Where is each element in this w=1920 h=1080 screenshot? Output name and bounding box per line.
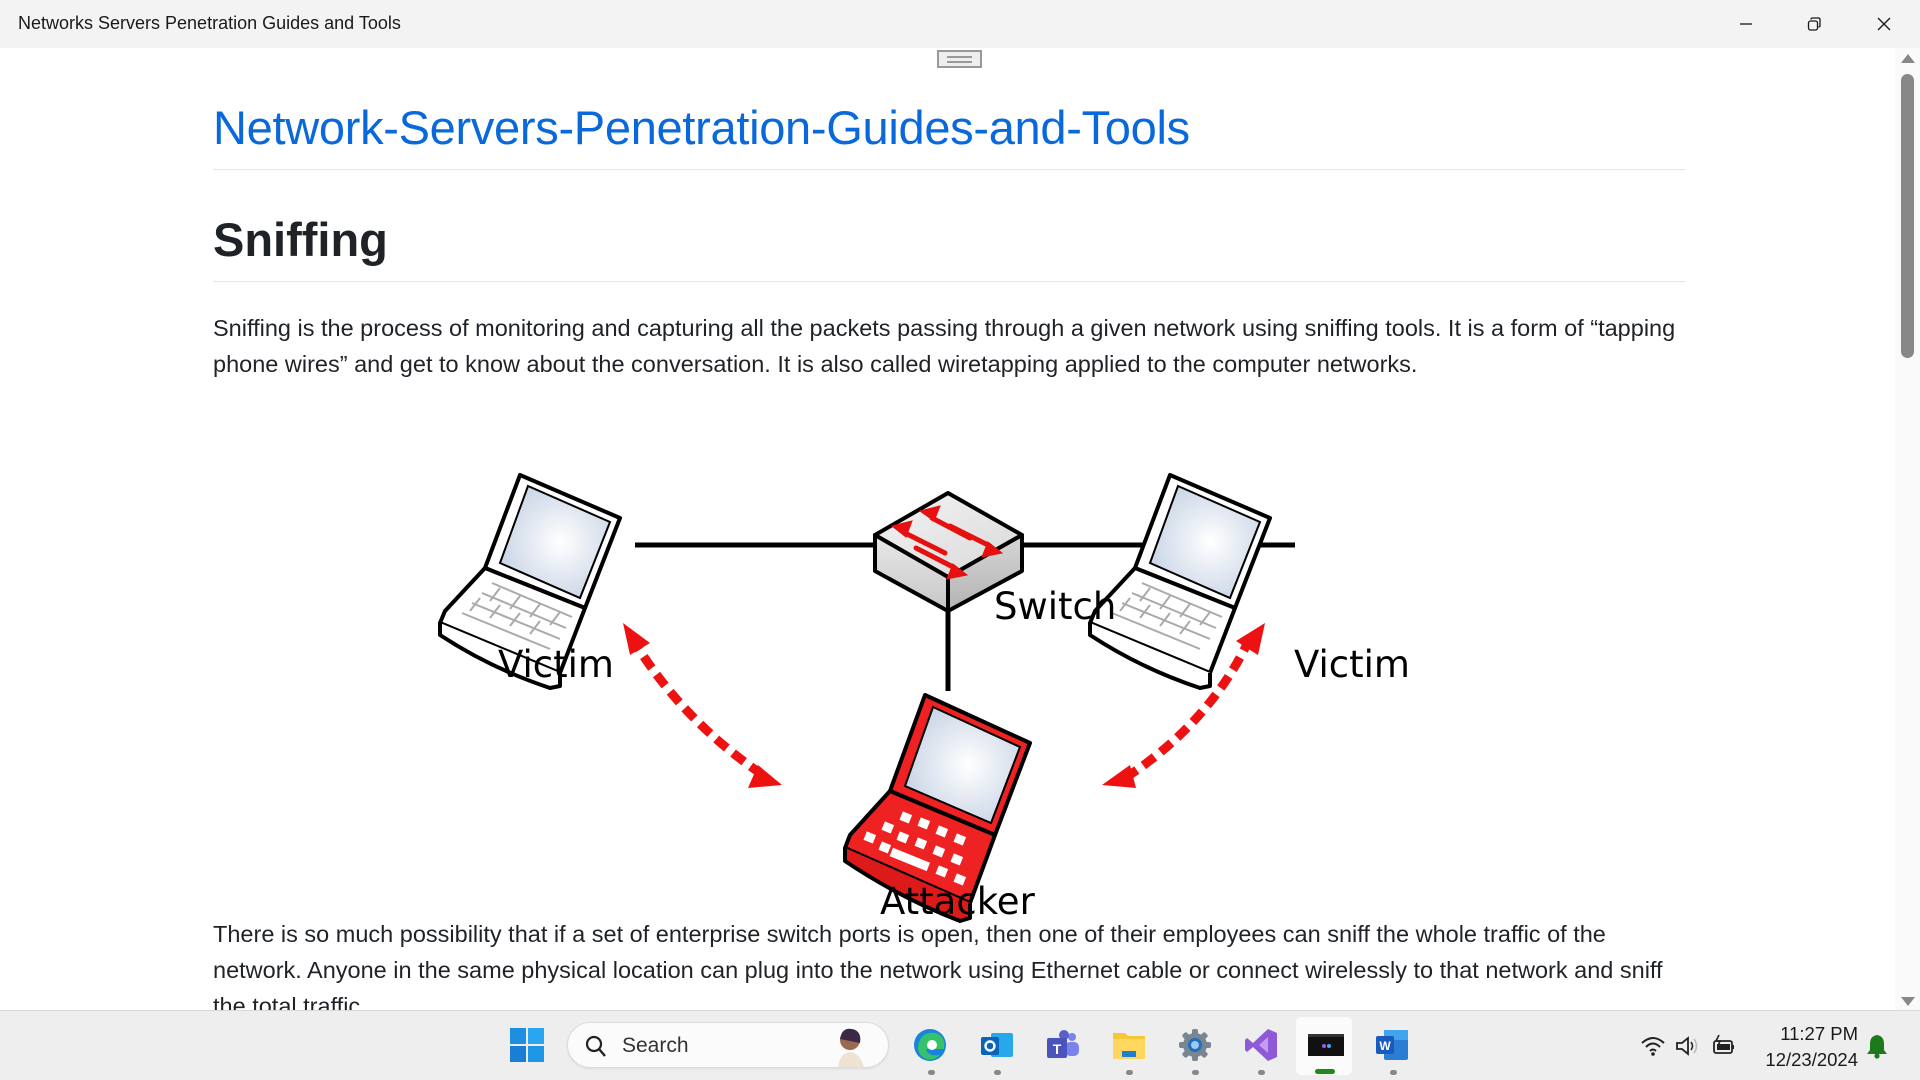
- attack-arrows: [623, 623, 1265, 788]
- running-indicator: [1192, 1070, 1199, 1075]
- wifi-icon[interactable]: [1640, 1033, 1666, 1059]
- scroll-thumb[interactable]: [1901, 74, 1914, 358]
- app-window-icon: [1308, 1034, 1344, 1056]
- search-icon: [585, 1035, 606, 1057]
- label-victim-right: Victim: [1294, 643, 1410, 686]
- restore-button[interactable]: [1780, 0, 1848, 48]
- search-highlight-avatar-icon: [838, 1028, 864, 1067]
- visual-studio-icon: [1245, 1029, 1277, 1061]
- intro-paragraph: Sniffing is the process of monitoring an…: [213, 315, 1676, 377]
- page-title: Network-Servers-Penetration-Guides-and-T…: [213, 101, 1190, 154]
- windows-logo-icon: [510, 1028, 544, 1062]
- taskbar-search[interactable]: Search: [567, 1022, 889, 1068]
- running-indicator: [928, 1070, 935, 1075]
- section-divider: [213, 281, 1685, 282]
- svg-text:W: W: [1379, 1039, 1391, 1053]
- teams-icon: T: [1047, 1030, 1079, 1058]
- folder-icon: [1113, 1033, 1145, 1059]
- attack-arrowhead-right-bottom: [1102, 765, 1136, 788]
- scroll-up-arrow-icon[interactable]: [1901, 54, 1915, 63]
- running-indicator: [1390, 1070, 1397, 1075]
- switch-icon: [873, 491, 1024, 613]
- outlook-icon: [981, 1033, 1013, 1057]
- scroll-down-arrow-icon[interactable]: [1901, 997, 1915, 1006]
- taskbar-outlook[interactable]: [977, 1025, 1017, 1065]
- running-indicator: [994, 1070, 1001, 1075]
- taskbar-teams[interactable]: T: [1043, 1025, 1083, 1065]
- title-divider: [213, 169, 1685, 170]
- attacker-laptop-icon: [843, 693, 1032, 923]
- running-indicator: [1258, 1070, 1265, 1075]
- label-switch: Switch: [994, 585, 1117, 628]
- minimize-button[interactable]: [1712, 0, 1780, 48]
- gear-icon: [1179, 1029, 1211, 1061]
- attack-arrowhead-right-top: [1236, 623, 1265, 655]
- notification-bell-icon[interactable]: [1866, 1033, 1888, 1059]
- document-view: Network-Servers-Penetration-Guides-and-T…: [0, 48, 1895, 1010]
- system-clock[interactable]: 11:27 PM 12/23/2024: [1765, 1021, 1858, 1073]
- close-button[interactable]: [1850, 0, 1918, 48]
- label-victim-left: Victim: [498, 643, 614, 686]
- active-indicator: [1315, 1069, 1335, 1074]
- attack-arrowhead-left-bottom: [748, 765, 782, 788]
- taskbar-edge[interactable]: [910, 1025, 950, 1065]
- drag-handle[interactable]: [937, 50, 982, 68]
- minimize-icon: [1740, 23, 1752, 25]
- section-heading: Sniffing: [213, 213, 388, 266]
- word-icon: W: [1376, 1030, 1408, 1060]
- search-label: Search: [622, 1034, 689, 1057]
- start-button[interactable]: [507, 1025, 547, 1065]
- sniffing-diagram: Victim Switch Victim Attacker: [430, 393, 1490, 933]
- edge-icon: [914, 1029, 946, 1061]
- body-paragraph: There is so much possibility that if a s…: [213, 921, 1663, 1010]
- battery-charging-icon[interactable]: [1711, 1033, 1737, 1059]
- victim-right-laptop-icon: [1088, 473, 1272, 690]
- network-diagram-svg: [438, 473, 1295, 923]
- attack-arrow-right: [1122, 636, 1255, 782]
- victim-left-laptop-icon: [438, 473, 622, 690]
- running-indicator: [1126, 1070, 1133, 1075]
- taskbar-active-app[interactable]: [1306, 1025, 1346, 1065]
- attack-arrow-left: [628, 635, 763, 777]
- close-icon: [1877, 17, 1891, 31]
- taskbar-word[interactable]: W: [1372, 1025, 1412, 1065]
- vertical-scrollbar[interactable]: [1895, 48, 1920, 1010]
- taskbar: Search T W 11:27 PM 12/23/2024: [0, 1010, 1920, 1080]
- attack-arrowhead-left-top: [623, 623, 650, 655]
- label-attacker: Attacker: [880, 880, 1035, 923]
- title-bar: Networks Servers Penetration Guides and …: [0, 0, 1920, 48]
- svg-text:T: T: [1053, 1041, 1062, 1057]
- clock-date: 12/23/2024: [1765, 1049, 1858, 1070]
- volume-icon[interactable]: [1674, 1033, 1700, 1059]
- taskbar-visual-studio[interactable]: [1241, 1025, 1281, 1065]
- taskbar-file-explorer[interactable]: [1109, 1025, 1149, 1065]
- restore-icon: [1807, 17, 1821, 31]
- taskbar-settings[interactable]: [1175, 1025, 1215, 1065]
- window-title: Networks Servers Penetration Guides and …: [18, 13, 401, 33]
- clock-time: 11:27 PM: [1780, 1023, 1858, 1044]
